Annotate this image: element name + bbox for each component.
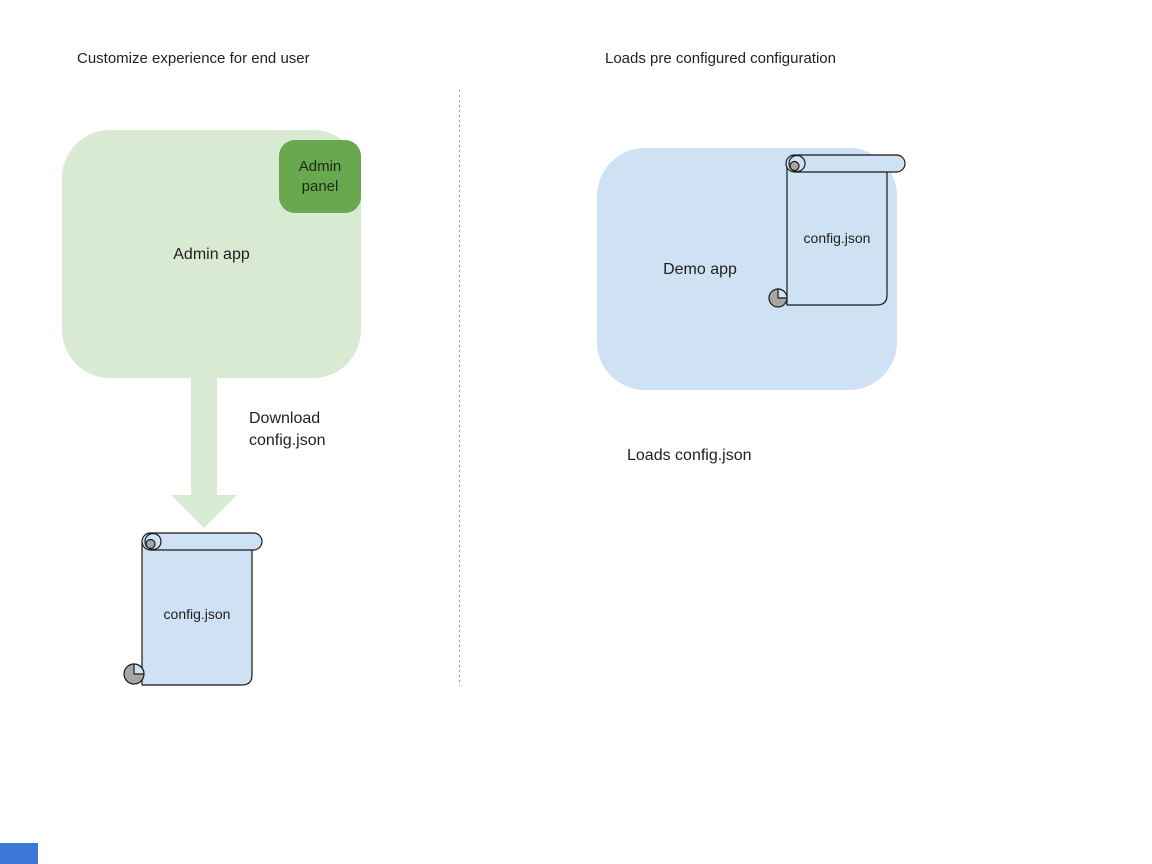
corner-accent-rect (0, 843, 38, 864)
scroll-bottom-curl-icon (123, 663, 145, 685)
loads-config-caption: Loads config.json (627, 447, 752, 464)
admin-panel-box: Admin panel (279, 140, 361, 213)
admin-app-label: Admin app (173, 246, 250, 263)
scroll-body (141, 540, 253, 686)
right-section-title: Loads pre configured configuration (605, 50, 836, 67)
config-json-label-right: config.json (803, 230, 871, 246)
scroll-body (786, 162, 888, 306)
config-file-scroll-icon-right (768, 154, 906, 308)
scroll-top-roll-icon (141, 532, 263, 551)
arrow-shape (171, 377, 237, 528)
download-arrow-label: Download config.json (249, 410, 326, 449)
scroll-bottom-curl-icon (768, 288, 788, 308)
section-divider (459, 90, 460, 686)
left-section-title: Customize experience for end user (77, 50, 310, 67)
config-file-scroll-icon-left (123, 532, 263, 686)
download-arrow-icon (171, 377, 237, 528)
scroll-top-roll-icon (785, 154, 906, 173)
demo-app-label: Demo app (663, 261, 737, 278)
config-json-label-left: config.json (163, 606, 231, 622)
